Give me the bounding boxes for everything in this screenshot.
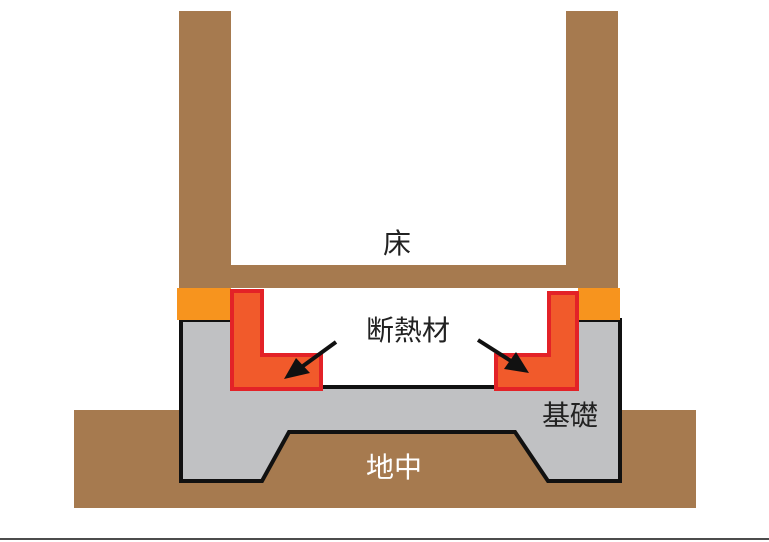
floor-beam [179,265,618,288]
label-underground: 地中 [366,451,422,484]
sill-seal-left [177,288,231,320]
wall-left [179,11,231,288]
wall-right [566,11,618,288]
label-foundation: 基礎 [542,399,598,432]
label-floor: 床 [383,227,411,260]
arrow-to-right-insulation [476,338,529,373]
sill-seal-right [578,288,620,320]
label-insulation: 断熱材 [366,314,450,347]
arrow-to-left-insulation [284,340,338,379]
